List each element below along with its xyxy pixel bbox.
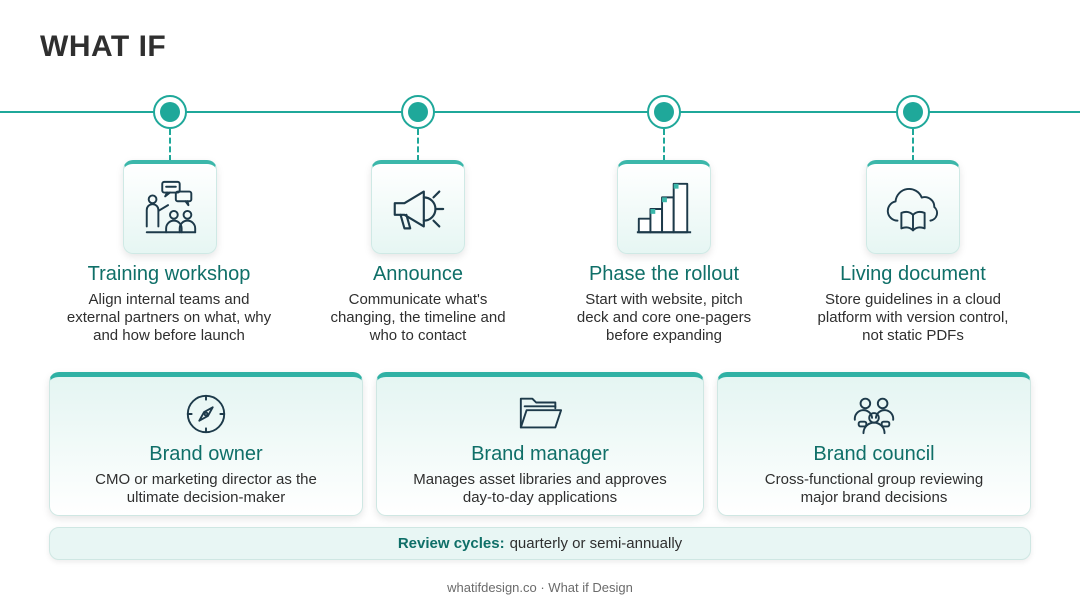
timeline-node-1: [153, 95, 187, 129]
step-icon-box-1: [123, 160, 217, 254]
role-card-brand-owner: Brand owner CMO or marketing director as…: [49, 372, 363, 516]
review-cycles-bar: Review cycles: quarterly or semi-annuall…: [49, 527, 1031, 560]
timeline-connector-3: [663, 129, 665, 161]
role-title: Brand council: [813, 443, 935, 465]
role-title: Brand manager: [471, 443, 609, 465]
step-icon-box-3: [617, 160, 711, 254]
cloud-book-icon: [886, 187, 938, 231]
page-title: WHAT IF: [40, 30, 167, 63]
step-title-2: Announce: [372, 263, 464, 285]
role-title: Brand owner: [149, 443, 263, 465]
compass-icon: [186, 394, 226, 434]
timeline-connector-4: [912, 129, 914, 161]
timeline-connector-2: [417, 129, 419, 161]
step-icon-box-2: [371, 160, 465, 254]
review-text: quarterly or semi-annually: [509, 535, 683, 552]
presentation-icon: [145, 180, 197, 233]
timeline-node-2: [401, 95, 435, 129]
step-title-4: Living document: [840, 263, 986, 285]
timeline-connector-1: [169, 129, 171, 161]
group-icon: [853, 397, 895, 435]
timeline-node-3: [647, 95, 681, 129]
role-card-brand-manager: Brand manager Manages asset libraries an…: [376, 372, 704, 516]
bar-chart-icon: [636, 182, 692, 233]
timeline-line: [0, 111, 1080, 113]
role-card-brand-council: Brand council Cross-functional group rev…: [717, 372, 1031, 516]
timeline-node-4: [896, 95, 930, 129]
review-label: Review cycles:: [397, 535, 505, 552]
step-icon-box-4: [866, 160, 960, 254]
footer: whatifdesign.co · What if Design: [447, 580, 633, 595]
step-title-1: Training workshop: [87, 263, 251, 285]
megaphone-icon: [393, 189, 445, 229]
folder-icon: [519, 397, 563, 429]
step-title-3: Phase the rollout: [588, 263, 740, 285]
